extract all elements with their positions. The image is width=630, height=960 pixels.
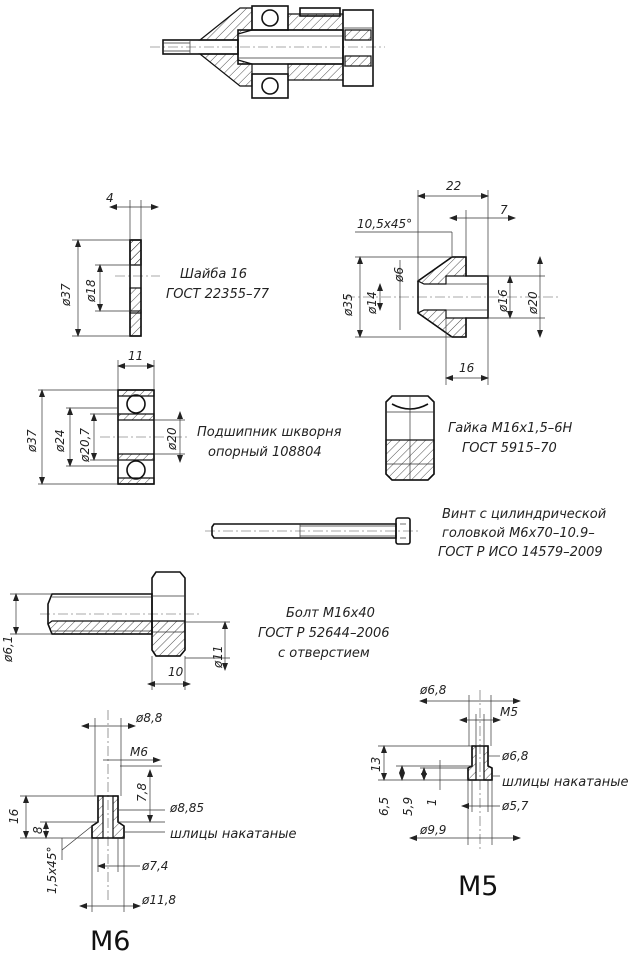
nut-note-line1: Гайка М16х1,5–6Н	[448, 421, 573, 436]
nut-note-line2: ГОСТ 5915–70	[462, 441, 557, 456]
bushing-d20-dim: ø20	[526, 291, 540, 315]
bearing-width-dim: 11	[128, 349, 143, 363]
bolt-drawing	[10, 571, 230, 690]
m5-d6-8-dim: ø6,8	[501, 749, 529, 763]
m6-d7-4-dim: ø7,4	[141, 859, 168, 873]
m6-h8-dim: 8	[31, 826, 45, 834]
m5-d5-7-dim: ø5,7	[501, 799, 529, 813]
m5-thread-dim: М5	[500, 705, 518, 719]
m5-h5-9-dim: 5,9	[401, 797, 415, 816]
screw-note-line1: Винт с цилиндрической	[442, 507, 606, 522]
washer-thickness-dim: 4	[106, 191, 114, 205]
bolt-length-dim: 10	[168, 665, 184, 679]
bolt-d6-1-dim: ø6,1	[1, 636, 15, 663]
bearing-note-line1: Подшипник шкворня	[197, 425, 342, 440]
m5-d9-9-dim: ø9,9	[419, 823, 446, 837]
m5-h6-5-dim: 6,5	[377, 797, 391, 816]
bushing-chamfer-dim: 10,5x45°	[357, 217, 412, 231]
bearing-drawing	[38, 360, 190, 485]
nut-drawing	[385, 395, 435, 481]
bearing-d37-dim: ø37	[25, 429, 39, 453]
m6-h7-8-dim: 7,8	[135, 783, 149, 802]
bolt-d11-dim: ø11	[211, 645, 225, 669]
bearing-d24-dim: ø24	[53, 429, 67, 453]
washer-note-line1: Шайба 16	[180, 267, 247, 282]
bushing-drawing	[345, 190, 560, 385]
m6-title: M6	[90, 926, 130, 957]
m6-thread-dim: М6	[130, 745, 148, 759]
m6-d8-85-dim: ø8,85	[169, 801, 204, 815]
m5-knurl-note: шлицы накатаные	[502, 775, 628, 790]
bushing-d16-dim: ø16	[496, 289, 510, 313]
washer-note-line2: ГОСТ 22355–77	[166, 287, 270, 302]
bushing-d6-dim: ø6	[392, 267, 406, 283]
m6-chamfer-dim: 1,5x45°	[45, 847, 59, 894]
bushing-bore-length-dim: 16	[459, 361, 475, 375]
washer-drawing	[72, 200, 160, 337]
bolt-note-line1: Болт М16х40	[286, 606, 375, 621]
insert-m5-drawing	[378, 690, 521, 850]
washer-outer-diameter-dim: ø37	[59, 283, 73, 307]
bearing-note-line2: опорный 108804	[208, 445, 322, 460]
assembly-section-view	[150, 5, 385, 99]
m6-d8-8-dim: ø8,8	[135, 711, 163, 725]
bushing-d35-dim: ø35	[341, 293, 355, 317]
m6-h16-dim: 16	[7, 808, 21, 824]
m5-title: M5	[458, 871, 498, 902]
bolt-note-line3: с отверстием	[278, 646, 370, 661]
insert-m6-drawing	[20, 710, 165, 912]
bushing-hub-dim: 7	[500, 203, 508, 217]
m5-d6-8-top-dim: ø6,8	[419, 683, 447, 697]
bushing-length-dim: 22	[446, 179, 461, 193]
m6-knurl-note: шлицы накатаные	[170, 827, 296, 842]
m6-d11-8-dim: ø11,8	[141, 893, 176, 907]
screw-note-line2: головкой М6х70–10.9–	[442, 526, 595, 541]
screw-drawing	[205, 517, 420, 545]
bearing-d20-7-dim: ø20,7	[78, 428, 92, 463]
m5-h1-dim: 1	[425, 798, 439, 806]
screw-note-line3: ГОСТ Р ИСО 14579–2009	[438, 545, 603, 560]
bolt-note-line2: ГОСТ Р 52644–2006	[258, 626, 390, 641]
bearing-d20-dim: ø20	[165, 427, 179, 451]
bushing-d14-dim: ø14	[365, 291, 379, 315]
washer-inner-diameter-dim: ø18	[84, 279, 98, 303]
m5-h13-dim: 13	[369, 757, 383, 772]
